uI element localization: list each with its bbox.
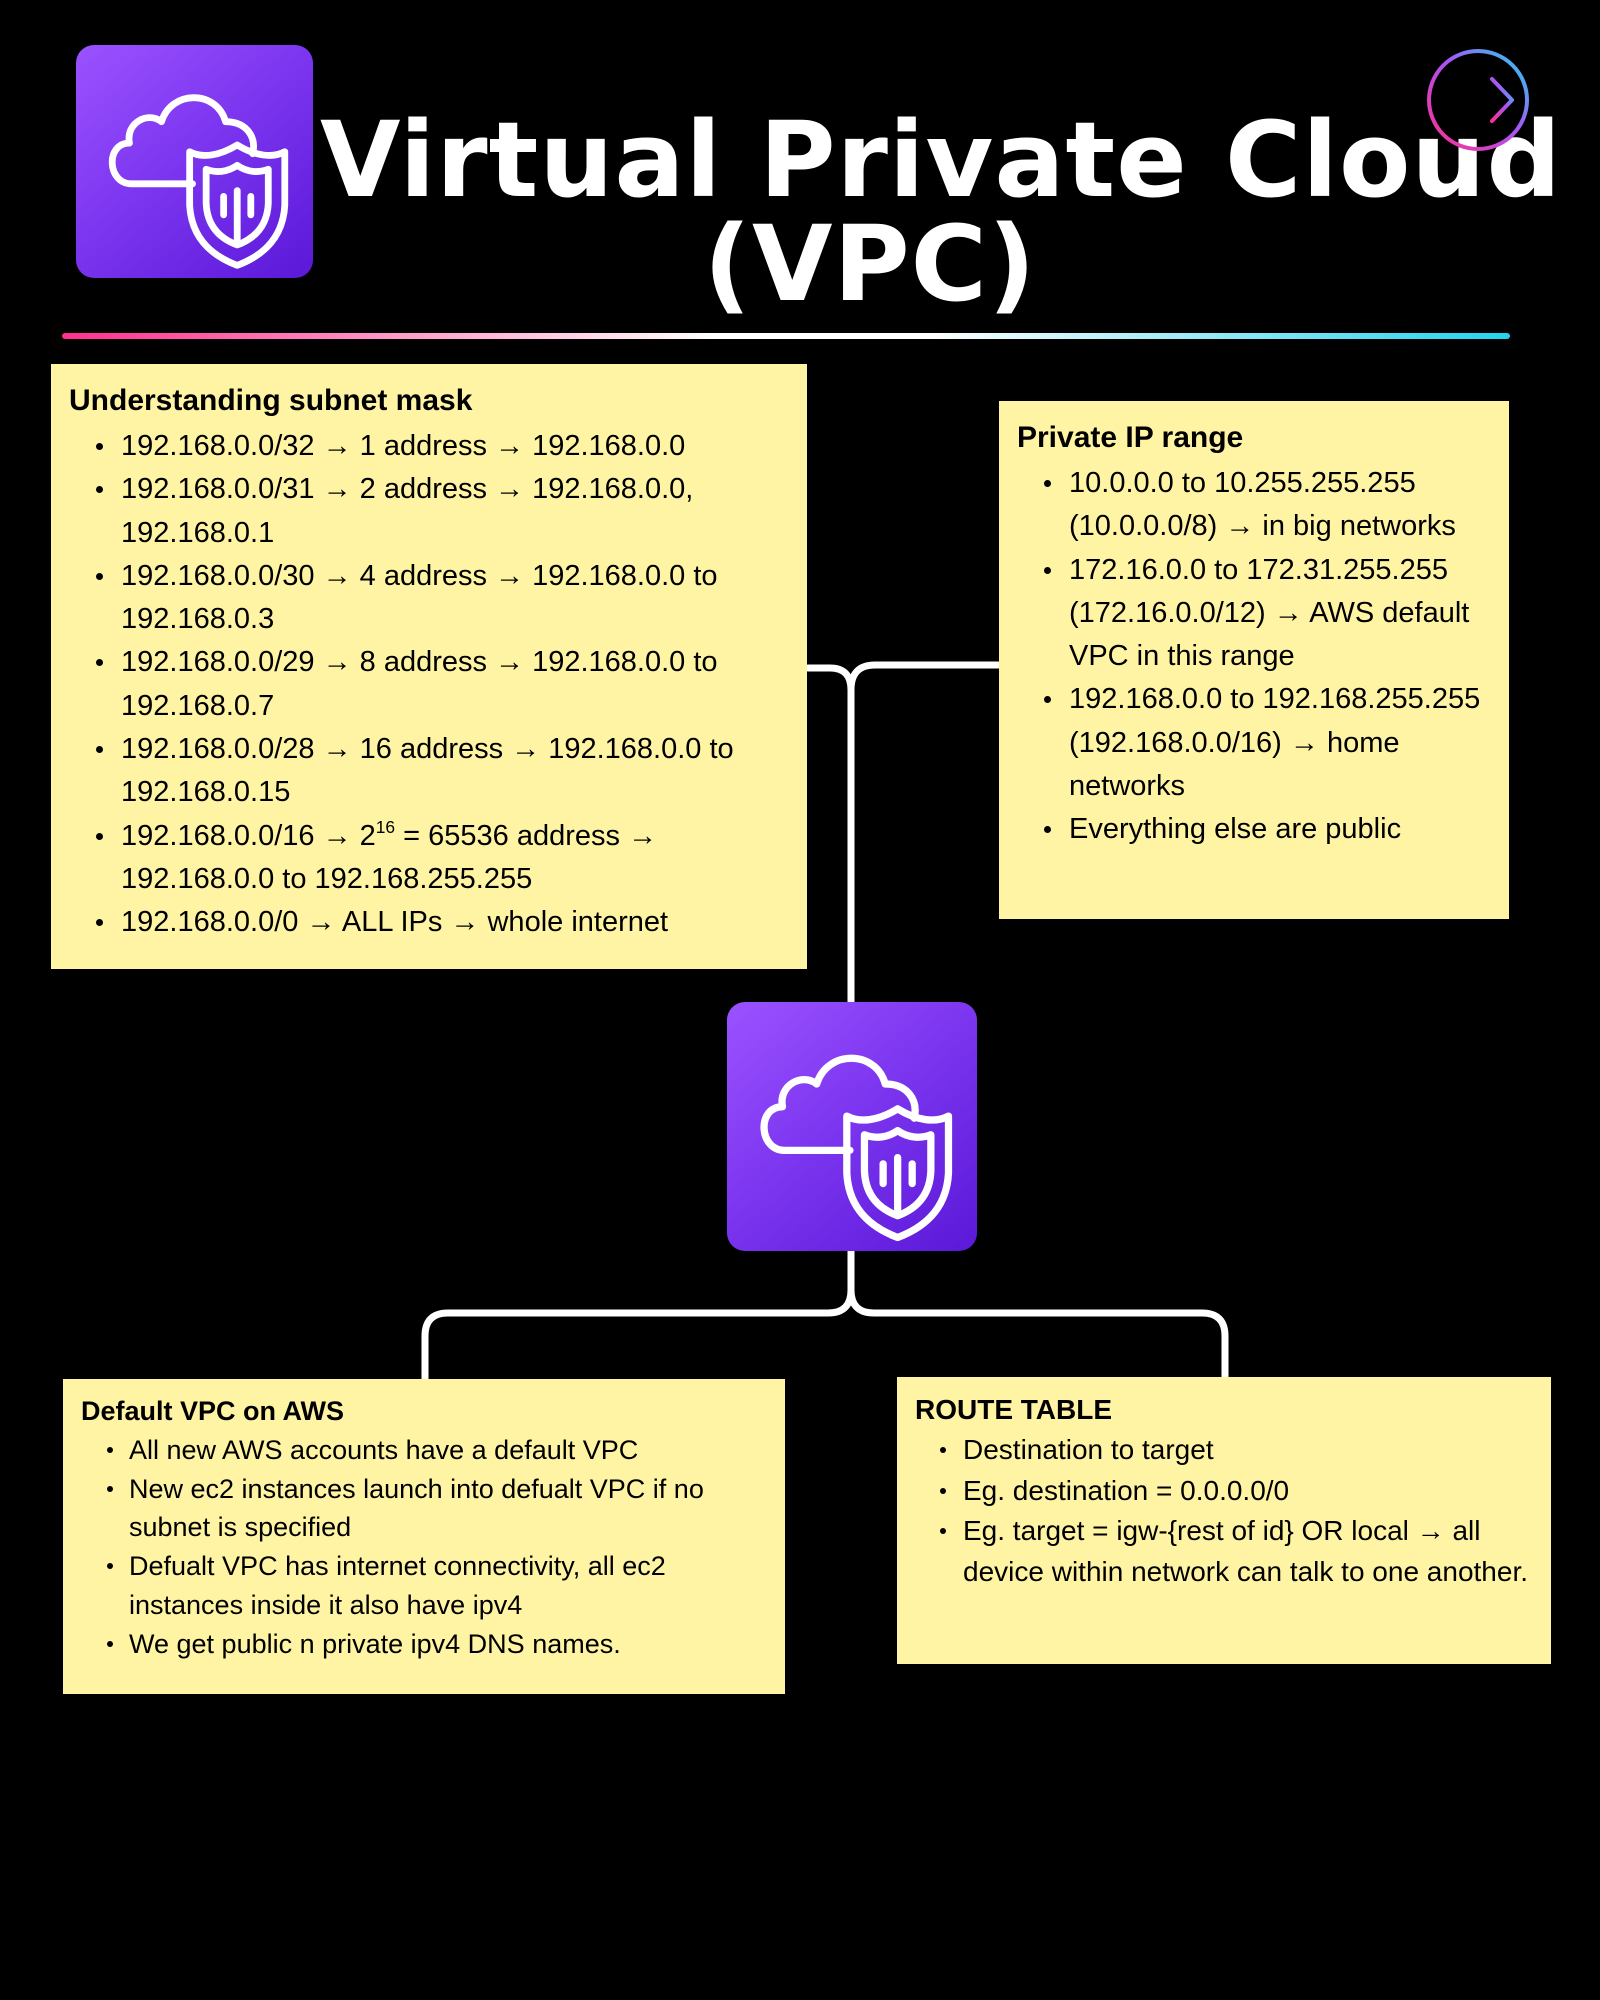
bullet-list: 10.0.0.0 to 10.255.255.255 (10.0.0.0/8) …	[1017, 462, 1509, 852]
list-item: Eg. destination = 0.0.0.0/0	[940, 1471, 1531, 1512]
bullet-list: Destination to target Eg. destination = …	[915, 1430, 1551, 1592]
list-item: We get public n private ipv4 DNS names.	[107, 1625, 761, 1664]
title-line-2: (VPC)	[703, 203, 1037, 325]
bullet-list: 192.168.0.0/32 → 1 address → 192.168.0.0…	[69, 425, 807, 945]
arrow-right-circle-icon	[1427, 49, 1529, 151]
connector-private	[847, 661, 1002, 694]
header-divider	[62, 333, 1510, 339]
list-item: 192.168.0.0/30 → 4 address → 192.168.0.0…	[96, 555, 789, 642]
cloud-shield-icon	[760, 1054, 953, 1242]
note-heading: Understanding subnet mask	[69, 384, 473, 417]
note-heading: Private IP range	[1017, 421, 1244, 454]
list-item-text: = 65536 address → 192.168.0.0 to 192.168…	[121, 819, 658, 895]
list-item: Defualt VPC has internet connectivity, a…	[107, 1547, 761, 1624]
cloud-shield-icon	[108, 94, 289, 269]
list-item: 192.168.0.0/28 → 16 address → 192.168.0.…	[96, 728, 789, 815]
note-subnet-mask: Understanding subnet mask 192.168.0.0/32…	[51, 364, 807, 969]
center-vpc-icon	[727, 1002, 977, 1251]
header-vpc-icon	[76, 45, 313, 278]
page-title: Virtual Private Cloud (VPC)	[320, 99, 1562, 325]
list-item: Everything else are public	[1044, 808, 1495, 851]
note-heading: Default VPC on AWS	[81, 1396, 345, 1426]
list-item: Destination to target	[940, 1430, 1531, 1471]
note-heading: ROUTE TABLE	[915, 1394, 1113, 1425]
list-item: New ec2 instances launch into defualt VP…	[107, 1470, 761, 1547]
list-item: 192.168.0.0/16 → 216 = 65536 address → 1…	[96, 815, 789, 902]
note-private-ip-range: Private IP range 10.0.0.0 to 10.255.255.…	[999, 401, 1509, 919]
note-route-table: ROUTE TABLE Destination to target Eg. de…	[897, 1377, 1551, 1664]
list-item-text: 192.168.0.0/16 → 2	[121, 819, 376, 852]
next-arrow-button[interactable]	[1424, 46, 1532, 154]
list-item: 192.168.0.0/32 → 1 address → 192.168.0.0	[96, 425, 789, 468]
connector-route	[847, 1286, 1229, 1381]
list-item: 192.168.0.0/29 → 8 address → 192.168.0.0…	[96, 641, 789, 728]
title-line-1: Virtual Private Cloud	[320, 99, 1562, 221]
list-item: 192.168.0.0/0 → ALL IPs → whole internet	[96, 901, 789, 944]
list-item: 10.0.0.0 to 10.255.255.255 (10.0.0.0/8) …	[1044, 462, 1495, 549]
list-item: 172.16.0.0 to 172.31.255.255 (172.16.0.0…	[1044, 549, 1495, 679]
list-item: All new AWS accounts have a default VPC	[107, 1431, 761, 1470]
connector-subnet	[804, 664, 855, 1007]
bullet-list: All new AWS accounts have a default VPC …	[81, 1431, 785, 1663]
note-default-vpc: Default VPC on AWS All new AWS accounts …	[63, 1379, 785, 1694]
connector-default	[421, 1247, 855, 1383]
list-item: Eg. target = igw-{rest of id} OR local →…	[940, 1511, 1531, 1592]
list-item: 192.168.0.0/31 → 2 address → 192.168.0.0…	[96, 468, 789, 555]
exponent: 16	[375, 816, 396, 837]
list-item: 192.168.0.0 to 192.168.255.255 (192.168.…	[1044, 678, 1495, 808]
